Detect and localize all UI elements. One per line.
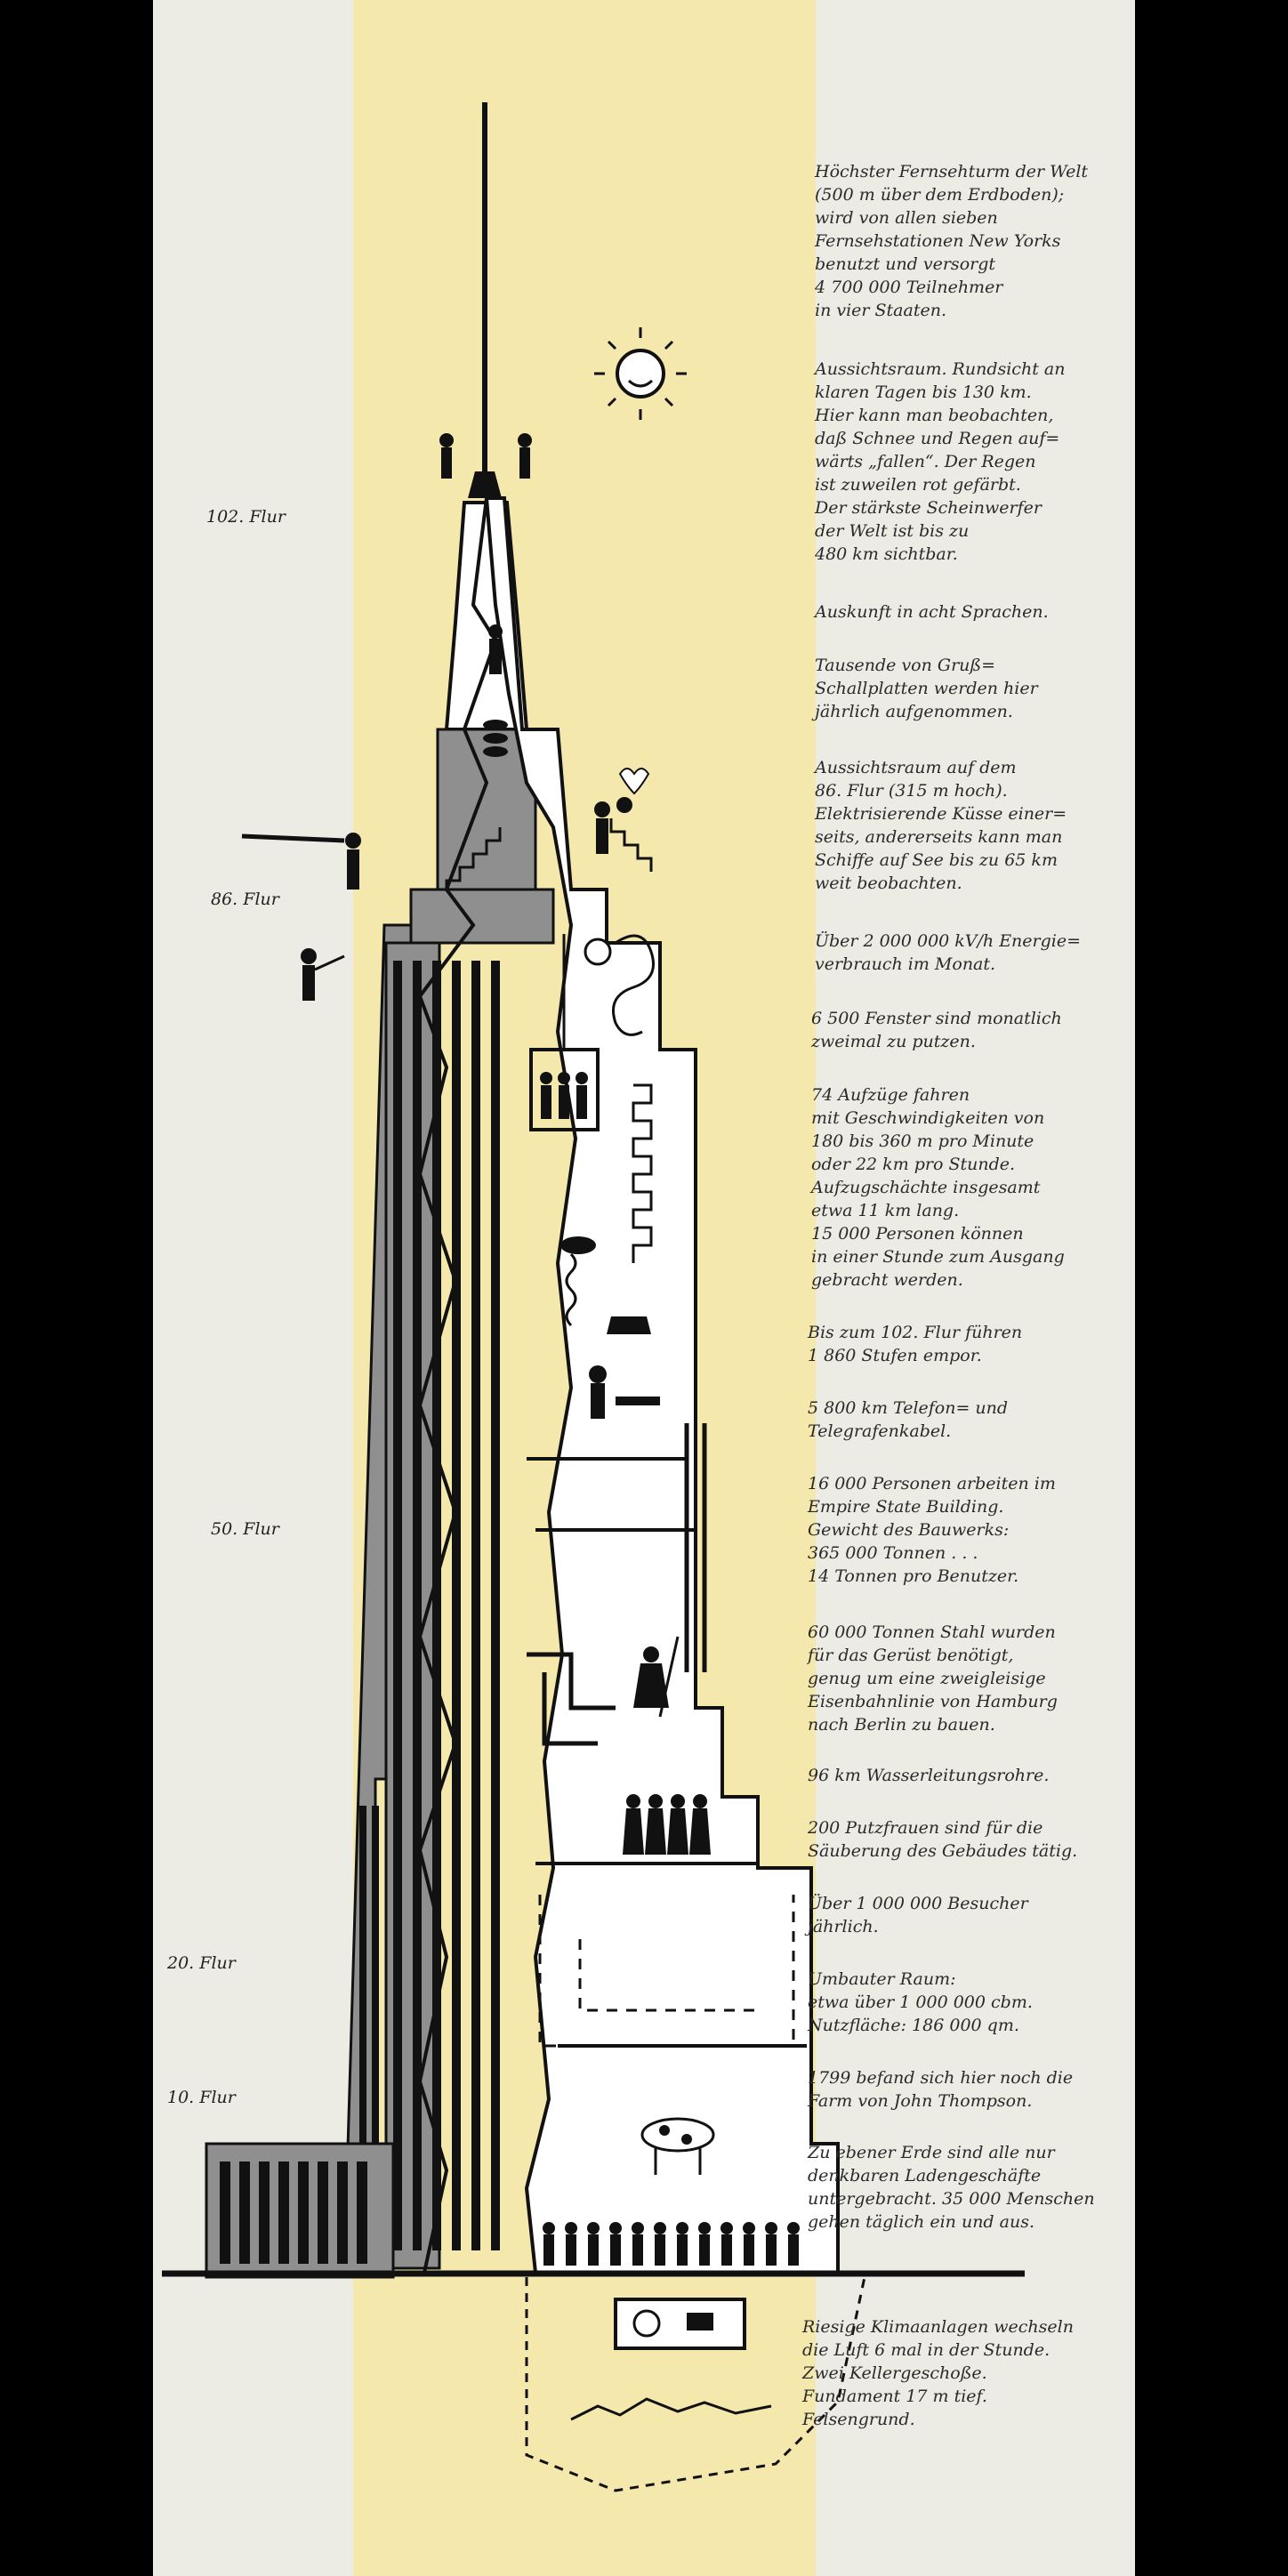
elevator-people [540, 1072, 588, 1119]
note-observation-86: Aussichtsraum auf dem 86. Flur (315 m ho… [815, 758, 1067, 893]
window-stripes [359, 961, 500, 2250]
note-records: Tausende von Gruß= Schallplatten werden … [815, 656, 1038, 721]
staircase [632, 1083, 653, 1263]
info-attendant [488, 624, 503, 639]
telescope-icon [241, 833, 345, 843]
visitors-top [439, 433, 532, 479]
heart-icon [618, 768, 650, 795]
fan-icon [632, 2309, 661, 2338]
note-workers-weight: 16 000 Personen arbeiten im Empire State… [808, 1474, 1056, 1586]
cutaway-interior [484, 496, 840, 2274]
office-desk [616, 1397, 660, 1405]
volume-box [538, 1895, 795, 2048]
note-volume: Umbauter Raum: etwa über 1 000 000 cbm. … [808, 1969, 1033, 2035]
building-cross-section [162, 102, 1025, 2492]
phone-cord [565, 1252, 577, 1327]
kissing-couple [594, 801, 610, 817]
note-farm: 1799 befand sich hier noch die Farm von … [808, 2068, 1074, 2111]
setback-upper [436, 728, 537, 891]
steel-beams [684, 1423, 707, 1672]
illustration-page: 102. Flur 86. Flur 50. Flur 20. Flur 10.… [153, 0, 1135, 2576]
record-stack [483, 720, 508, 757]
cleaning-women-group [623, 1794, 711, 1855]
floor-label-20: 20. Flur [167, 1953, 236, 1973]
setback-86 [409, 888, 555, 945]
telescope-man [345, 833, 361, 849]
antenna-base [468, 471, 502, 498]
note-cables: 5 800 km Telefon= und Telegrafenkabel. [808, 1398, 1009, 1441]
farm-cow [640, 2117, 715, 2153]
note-tv-tower: Höchster Fernsehturm der Welt (500 m übe… [815, 162, 1089, 320]
note-cleaning-women: 200 Putzfrauen sind für die Säuberung de… [808, 1818, 1078, 1861]
note-visitors: Über 1 000 000 Besucher jährlich. [808, 1894, 1028, 1936]
floor-label-10: 10. Flur [167, 2088, 236, 2107]
sun-icon [616, 349, 665, 398]
note-info-languages: Auskunft in acht Sprachen. [815, 602, 1049, 622]
note-elevators: 74 Aufzüge fahren mit Geschwindigkeiten … [811, 1085, 1065, 1290]
floor-label-102: 102. Flur [206, 507, 286, 527]
stairs-right [609, 818, 653, 872]
telegraph-device [607, 1316, 651, 1334]
sun-rays [594, 327, 687, 420]
cleaning-woman [643, 1646, 659, 1662]
telephone-receiver [560, 1236, 596, 1254]
note-air-conditioning: Riesige Klimaanlagen wechseln die Luft 6… [802, 2317, 1074, 2429]
floor-label-50: 50. Flur [211, 1519, 279, 1539]
note-energy: Über 2 000 000 kV/h Energie= verbrauch i… [815, 931, 1082, 974]
note-observation-top: Aussichtsraum. Rundsicht an klaren Tagen… [815, 359, 1066, 564]
floor-label-86: 86. Flur [211, 890, 279, 909]
crowd [543, 2222, 800, 2266]
air-conditioning-unit [614, 2298, 746, 2350]
stairs-left [445, 827, 502, 890]
note-windows: 6 500 Fenster sind monatlich zweimal zu … [811, 1009, 1062, 1051]
water-pipes [527, 1652, 616, 1746]
lightbulb-icon [584, 938, 612, 966]
base-windows [220, 2161, 367, 2264]
office-person [589, 1365, 607, 1383]
cut-line [417, 497, 498, 2274]
power-cable [612, 934, 655, 1036]
note-stairs: Bis zum 102. Flur führen 1 860 Stufen em… [808, 1323, 1023, 1365]
note-shops: Zu ebener Erde sind alle nur denkbaren L… [808, 2143, 1095, 2232]
foundation-outline [525, 2276, 866, 2492]
window-cleaner [301, 948, 317, 964]
bedrock [570, 2397, 772, 2421]
note-steel: 60 000 Tonnen Stahl wurden für das Gerüs… [808, 1622, 1058, 1735]
note-water-pipes: 96 km Wasserleitungsrohre. [808, 1766, 1050, 1785]
